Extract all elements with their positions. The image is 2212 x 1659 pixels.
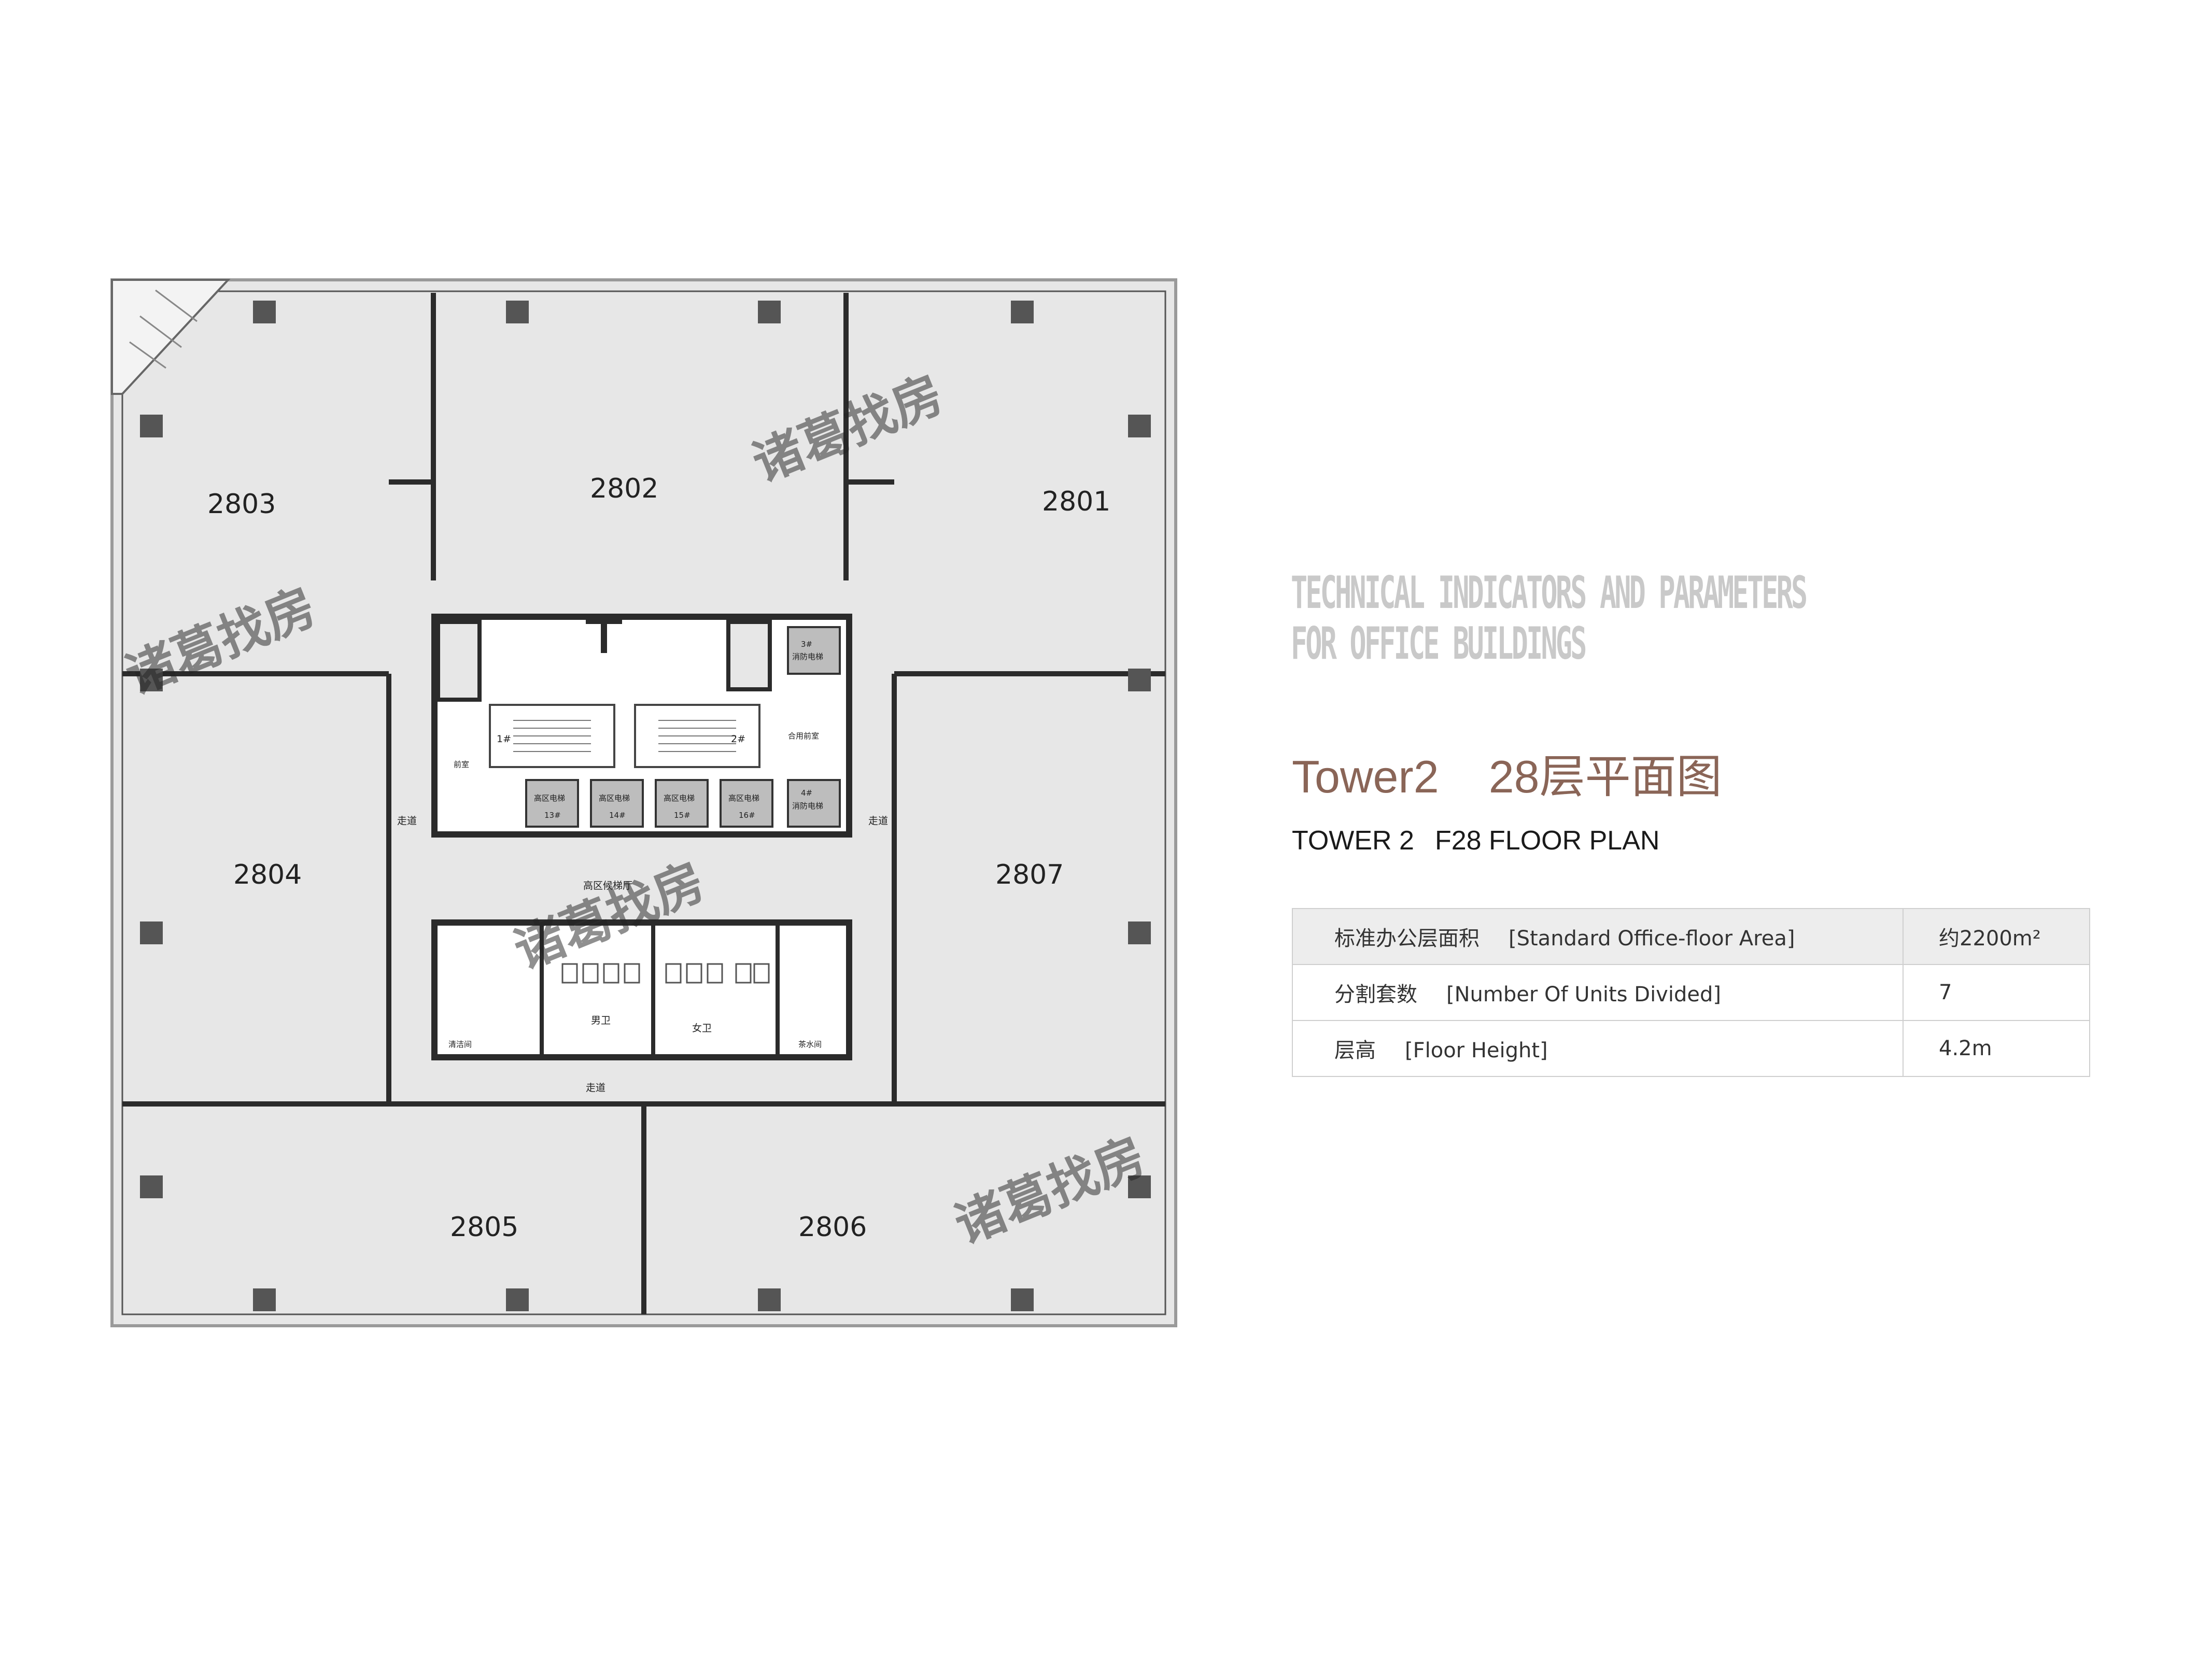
stair-2-label: 2#	[731, 733, 745, 745]
elevator-13-label: 13#	[544, 811, 561, 820]
corridor-label-bottom: 走道	[586, 1082, 605, 1094]
tea-room-label: 茶水间	[798, 1040, 822, 1049]
spec-value: 约2200m²	[1903, 908, 2090, 965]
heading-line-1: TECHNICAL INDICATORS AND PARAMETERS	[1291, 567, 1808, 619]
unit-2803: 2803	[207, 489, 276, 520]
spec-value: 7	[1903, 964, 2090, 1021]
stair-1-label: 1#	[497, 733, 511, 745]
elevator-16-label: 16#	[739, 811, 755, 820]
spec-value: 4.2m	[1903, 1020, 2090, 1077]
lobby-label: 高区候梯厅	[583, 880, 632, 891]
unit-2807: 2807	[995, 859, 1064, 890]
women-wc-label: 女卫	[692, 1023, 712, 1034]
front-room-label: 前室	[454, 760, 469, 769]
spec-label-en: [Standard Office-floor Area]	[1509, 927, 1795, 951]
tower-name: Tower2	[1292, 751, 1439, 802]
subtitle-floor: F28 FLOOR PLAN	[1434, 826, 1660, 856]
elevator-14-text: 高区电梯	[599, 793, 630, 803]
t-post	[601, 617, 607, 653]
technical-indicators-heading: TECHNICAL INDICATORS AND PARAMETERS FOR …	[1291, 567, 1808, 670]
terrace-hatch	[155, 289, 198, 322]
men-wc-label: 男卫	[591, 1015, 611, 1026]
spec-row-units: 分割套数 [Number Of Units Divided] 7	[1292, 964, 2090, 1021]
spec-label-cn: 层高	[1334, 1039, 1376, 1062]
spec-label: 分割套数 [Number Of Units Divided]	[1292, 964, 1904, 1021]
unit-2801: 2801	[1042, 486, 1110, 517]
shared-front-room-label: 合用前室	[788, 731, 819, 741]
fire-lift-4-label: 4#	[801, 788, 812, 798]
heading-line-2: FOR OFFICE BUILDINGS	[1291, 618, 1587, 670]
spec-label-en: [Floor Height]	[1405, 1039, 1548, 1062]
spec-row-height: 层高 [Floor Height] 4.2m	[1292, 1020, 2090, 1077]
subtitle-tower: TOWER 2	[1292, 826, 1414, 856]
terrace-hatch	[139, 315, 182, 348]
terrace-hatch	[129, 341, 166, 369]
elevator-14-label: 14#	[609, 811, 626, 820]
spec-label-cn: 分割套数	[1334, 983, 1417, 1006]
spec-row-area: 标准办公层面积 [Standard Office-floor Area] 约220…	[1292, 908, 2090, 965]
core-upper	[431, 614, 852, 838]
floor-plan-subtitle: TOWER 2 F28 FLOOR PLAN	[1292, 825, 1659, 856]
corner-terrace	[111, 279, 231, 395]
spec-label-cn: 标准办公层面积	[1334, 927, 1480, 951]
elevator-13-text: 高区电梯	[534, 793, 565, 803]
unit-2805: 2805	[450, 1212, 518, 1243]
unit-2806: 2806	[798, 1212, 867, 1243]
elevator-16-text: 高区电梯	[728, 793, 759, 803]
partition-walls	[122, 293, 1165, 1314]
stair-1	[489, 704, 615, 768]
fire-lift-3-label: 3#	[801, 640, 812, 649]
spec-label: 标准办公层面积 [Standard Office-floor Area]	[1292, 908, 1904, 965]
tower-title: Tower2 28层平面图	[1292, 740, 1722, 806]
spec-table: 标准办公层面积 [Standard Office-floor Area] 约220…	[1292, 908, 2090, 1077]
elevator-15-label: 15#	[674, 811, 691, 820]
elevator-bank	[525, 626, 841, 828]
fire-lift-4-text: 消防电梯	[792, 801, 823, 811]
corridor-label-right: 走道	[868, 815, 888, 827]
spec-label-en: [Number Of Units Divided]	[1446, 983, 1721, 1006]
spec-label: 层高 [Floor Height]	[1292, 1020, 1904, 1077]
unit-2802: 2802	[590, 473, 658, 504]
corridor-label-left: 走道	[397, 815, 417, 827]
fire-lift-3-text: 消防电梯	[792, 652, 823, 661]
unit-2804: 2804	[233, 859, 302, 890]
structural-columns	[140, 301, 1151, 1311]
core-lower	[431, 919, 852, 1060]
floor-plan-title: 28层平面图	[1488, 751, 1722, 802]
elevator-15-text: 高区电梯	[664, 793, 695, 803]
cleaning-room-label: 清洁间	[448, 1040, 472, 1049]
